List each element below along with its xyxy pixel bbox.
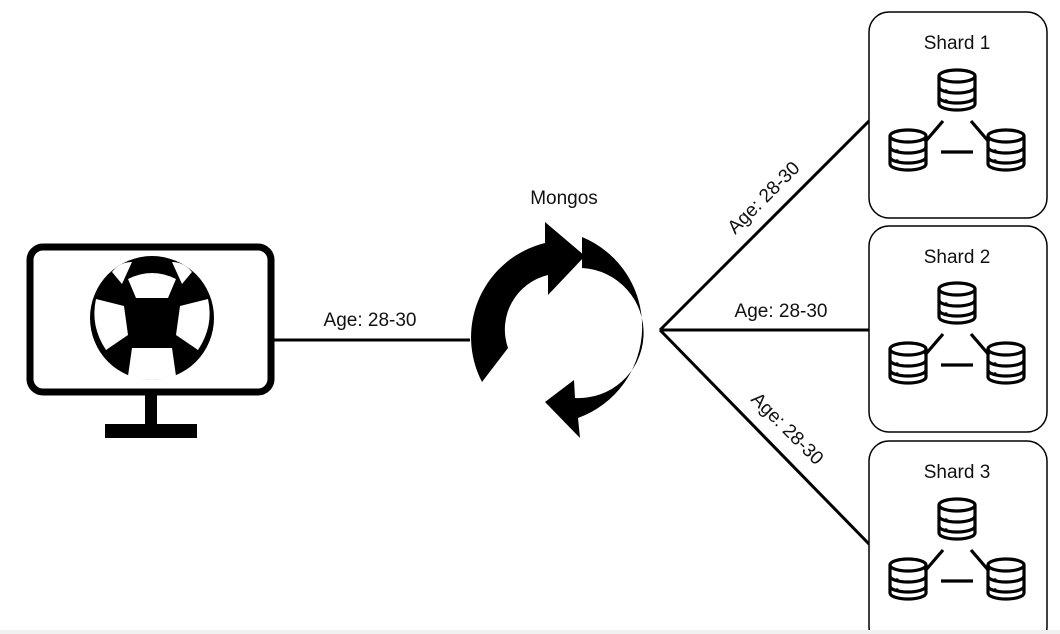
edge-label-client-router: Age: 28-30: [324, 310, 417, 331]
shard-2: Shard 2: [868, 225, 1048, 433]
shard-title: Shard 3: [924, 462, 991, 483]
edge-label-shard2: Age: 28-30: [735, 301, 828, 322]
edge-router-shard3: [658, 328, 872, 547]
soccer-ball-icon: [90, 256, 214, 380]
router-label: Mongos: [530, 188, 598, 209]
sync-arrows-icon: [471, 222, 644, 438]
monitor-soccer-ball-icon: [26, 243, 275, 438]
shard-title: Shard 1: [924, 33, 991, 54]
shard-title: Shard 2: [924, 247, 991, 268]
edge-router-shard1: [658, 118, 872, 332]
shard-3: Shard 3: [868, 440, 1048, 634]
shard-1: Shard 1: [868, 11, 1048, 219]
